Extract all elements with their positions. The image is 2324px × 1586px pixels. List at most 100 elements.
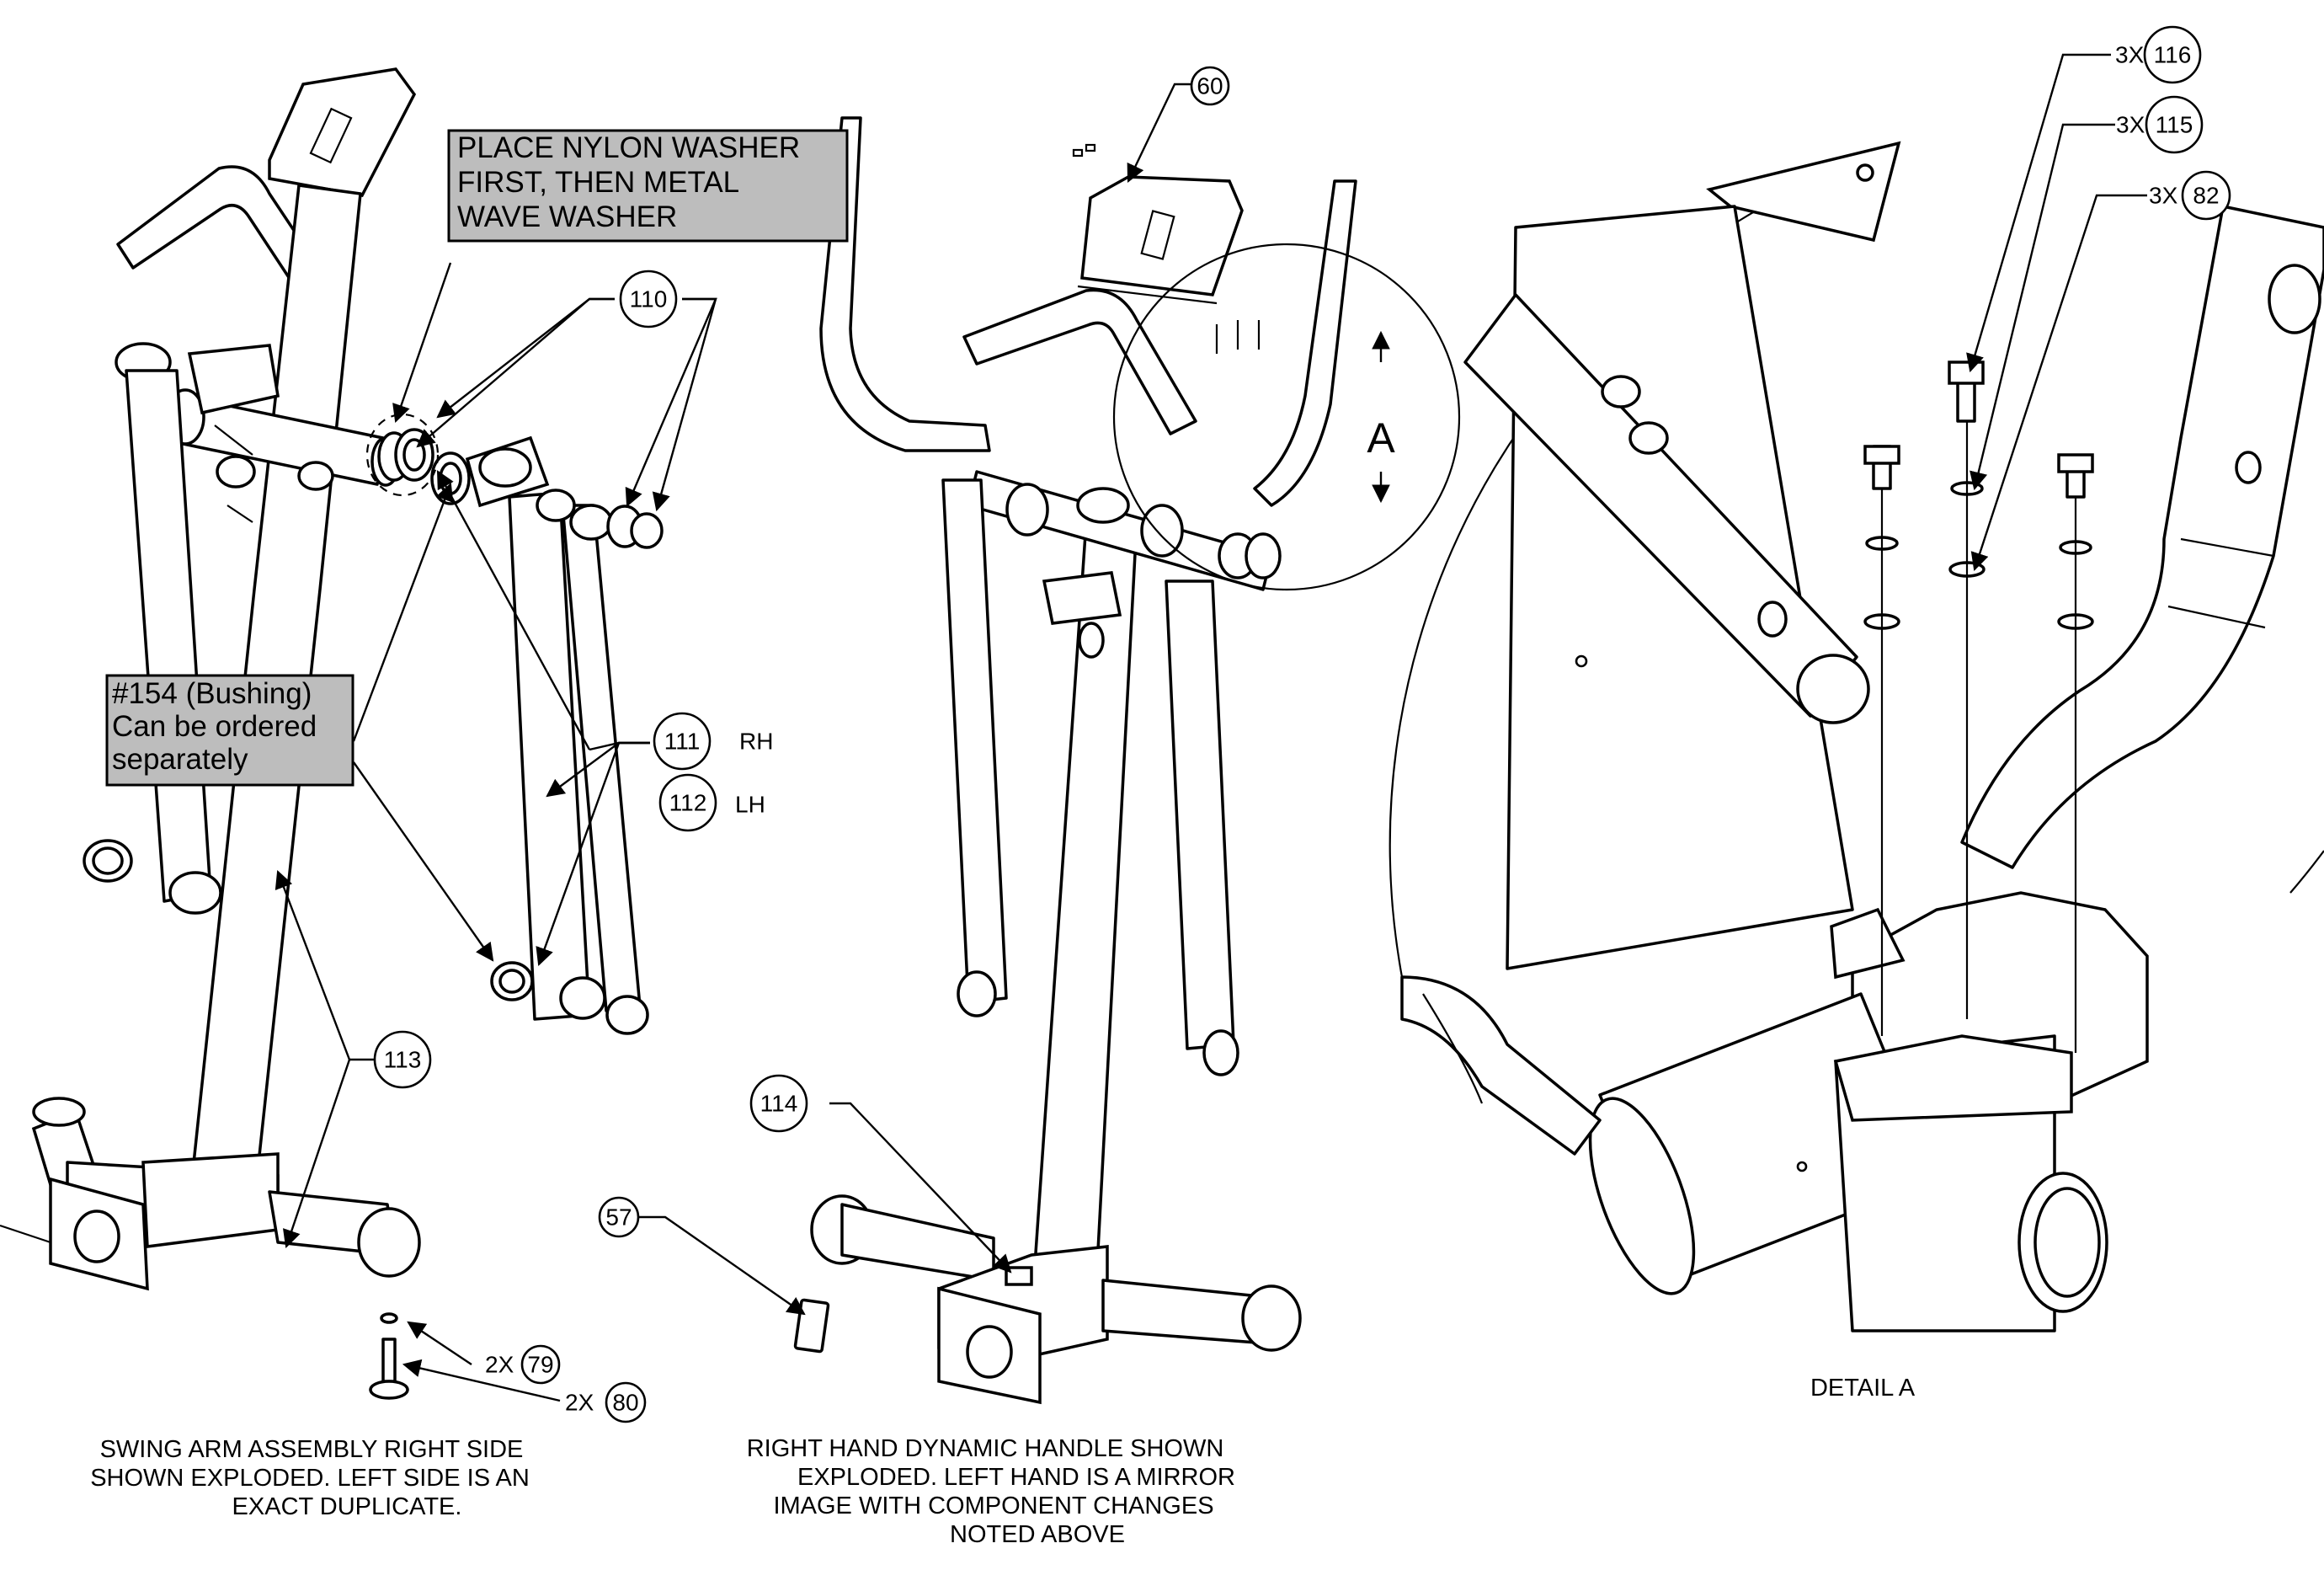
detail-pivot-collar [1588,1097,1696,1295]
bushing-note-line-1: #154 (Bushing) [112,677,312,710]
balloon-114: 114 [749,1074,808,1133]
balloon-111: 111 [653,712,712,771]
qty-80-label: 2X [565,1390,594,1416]
middle-base-cap-right [1241,1284,1302,1352]
part-80-stem [381,1338,397,1383]
middle-dynamic-handle-assembly [793,116,1461,1405]
balloon-115: 115 [2145,95,2204,154]
middle-collar-1 [1005,483,1049,537]
washer-110b [630,512,664,549]
leader-lines [275,53,2147,1402]
middle-arm-front [941,478,1008,1004]
middle-arm-front-foot [957,970,997,1017]
arm-bracket-cap [478,447,532,488]
balloon-57: 57 [598,1196,640,1238]
balloon-57-text: 57 [605,1204,632,1231]
washer-note-line-3: WAVE WASHER [457,200,677,233]
detail-handle-bands [2167,537,2274,629]
stub-2 [297,461,334,491]
left-swing-arm-rear [125,369,212,903]
left-base-cap-top [32,1097,86,1127]
detail-top-plate [1706,141,1901,243]
balloon-113-text: 113 [384,1047,422,1073]
balloon-110: 110 [619,270,678,328]
washer-note: PLACE NYLON WASHER FIRST, THEN METAL WAV… [447,129,849,243]
bushing-note: #154 (Bushing) Can be ordered separately [105,674,354,787]
left-base-housing [141,1152,280,1248]
detail-handle-hole-2 [2235,451,2262,484]
washer-note-line-1: PLACE NYLON WASHER [457,131,800,164]
console-slot [309,107,353,164]
detail-arc-top [1389,146,1900,978]
swing-arm-foot [168,871,222,915]
detail-a-view [1389,141,2324,1332]
middle-console-plate [1080,175,1244,296]
balloon-115-text: 115 [2156,112,2193,138]
middle-base-tube-left [840,1203,995,1282]
part-57-decal [793,1298,830,1354]
bushing-note-line-2: Can be ordered [112,710,317,743]
bushing-note-line-3: separately [112,743,248,776]
bushing-note-box [105,674,354,787]
arm-bottom-bush-2 [605,995,649,1035]
left-caption: SWING ARM ASSEMBLY RIGHT SIDE SHOWN EXPL… [90,1436,530,1520]
console-plate [268,67,417,197]
middle-caption: RIGHT HAND DYNAMIC HANDLE SHOWN EXPLODED… [747,1435,1235,1548]
balloon-111-text: 111 [664,729,701,755]
pivot-bracket [187,344,280,415]
detail-lower-shell-edge [1422,993,1484,1104]
detail-lower-shell [1400,975,1602,1156]
middle-console-slot [1140,210,1175,260]
detail-pivot-end-inner [2034,1187,2101,1298]
detail-main-post [1506,205,1854,970]
balloon-80-text: 80 [612,1390,638,1416]
middle-handlebar [962,288,1197,435]
detail-handle-tube-end [1796,654,1870,724]
balloon-112-text: 112 [669,790,707,816]
lh-label: LH [735,792,765,818]
qty-115-label: 3X [2116,112,2145,138]
middle-caption-line-2: EXPLODED. LEFT HAND IS A MIRROR [797,1464,1235,1491]
washer-note-box [447,129,849,243]
axis-washers [365,413,471,505]
balloon-79-text: 79 [527,1352,553,1378]
middle-arm-rear [1165,579,1235,1050]
detail-top-plate-hole [1856,163,1874,182]
arm-top-bush [536,489,576,522]
detail-handle-hole-1 [2268,264,2321,334]
left-caption-line-3: EXACT DUPLICATE. [232,1493,462,1520]
left-caption-line-2: SHOWN EXPLODED. LEFT SIDE IS AN [90,1465,530,1492]
detail-small-hole-2 [1796,1161,1808,1172]
qty-82-label: 3X [2149,183,2178,209]
loose-bushing-inner [92,846,124,875]
middle-collar-2 [1140,504,1184,558]
balloon-110-text: 110 [630,286,668,312]
middle-pivot-hub [1076,487,1130,524]
detail-dynamic-handle [1960,205,2324,869]
left-caption-line-1: SWING ARM ASSEMBLY RIGHT SIDE [100,1436,524,1463]
middle-lower-bracket [1042,571,1122,625]
part-79 [380,1312,398,1324]
detail-small-hole [1575,654,1588,668]
arm-top-bush-2 [569,504,613,541]
balloon-82-text: 82 [2193,183,2219,209]
middle-arm-rear-foot [1202,1029,1239,1076]
detail-handle-tube [1463,293,1858,718]
middle-caption-line-4: NOTED ABOVE [950,1521,1125,1548]
stub-1 [216,455,256,489]
detail-tube-hole-2 [1628,421,1669,455]
rh-label: RH [739,729,773,755]
detail-arc-edge [2289,850,2324,894]
detail-a-screws [1215,320,1261,354]
part-114-bracket [1005,1266,1033,1286]
qty-79-label: 2X [485,1352,514,1378]
middle-clip [1078,622,1105,659]
detail-a-callout-circle [1112,243,1461,591]
balloon-112: 112 [658,773,717,832]
stub-lines [214,425,253,523]
balloon-116-text: 116 [2154,42,2192,68]
detail-mount-plate [1833,1034,2073,1122]
detail-tube-hole-3 [1757,601,1788,638]
washer-note-line-2: FIRST, THEN METAL [457,166,739,199]
